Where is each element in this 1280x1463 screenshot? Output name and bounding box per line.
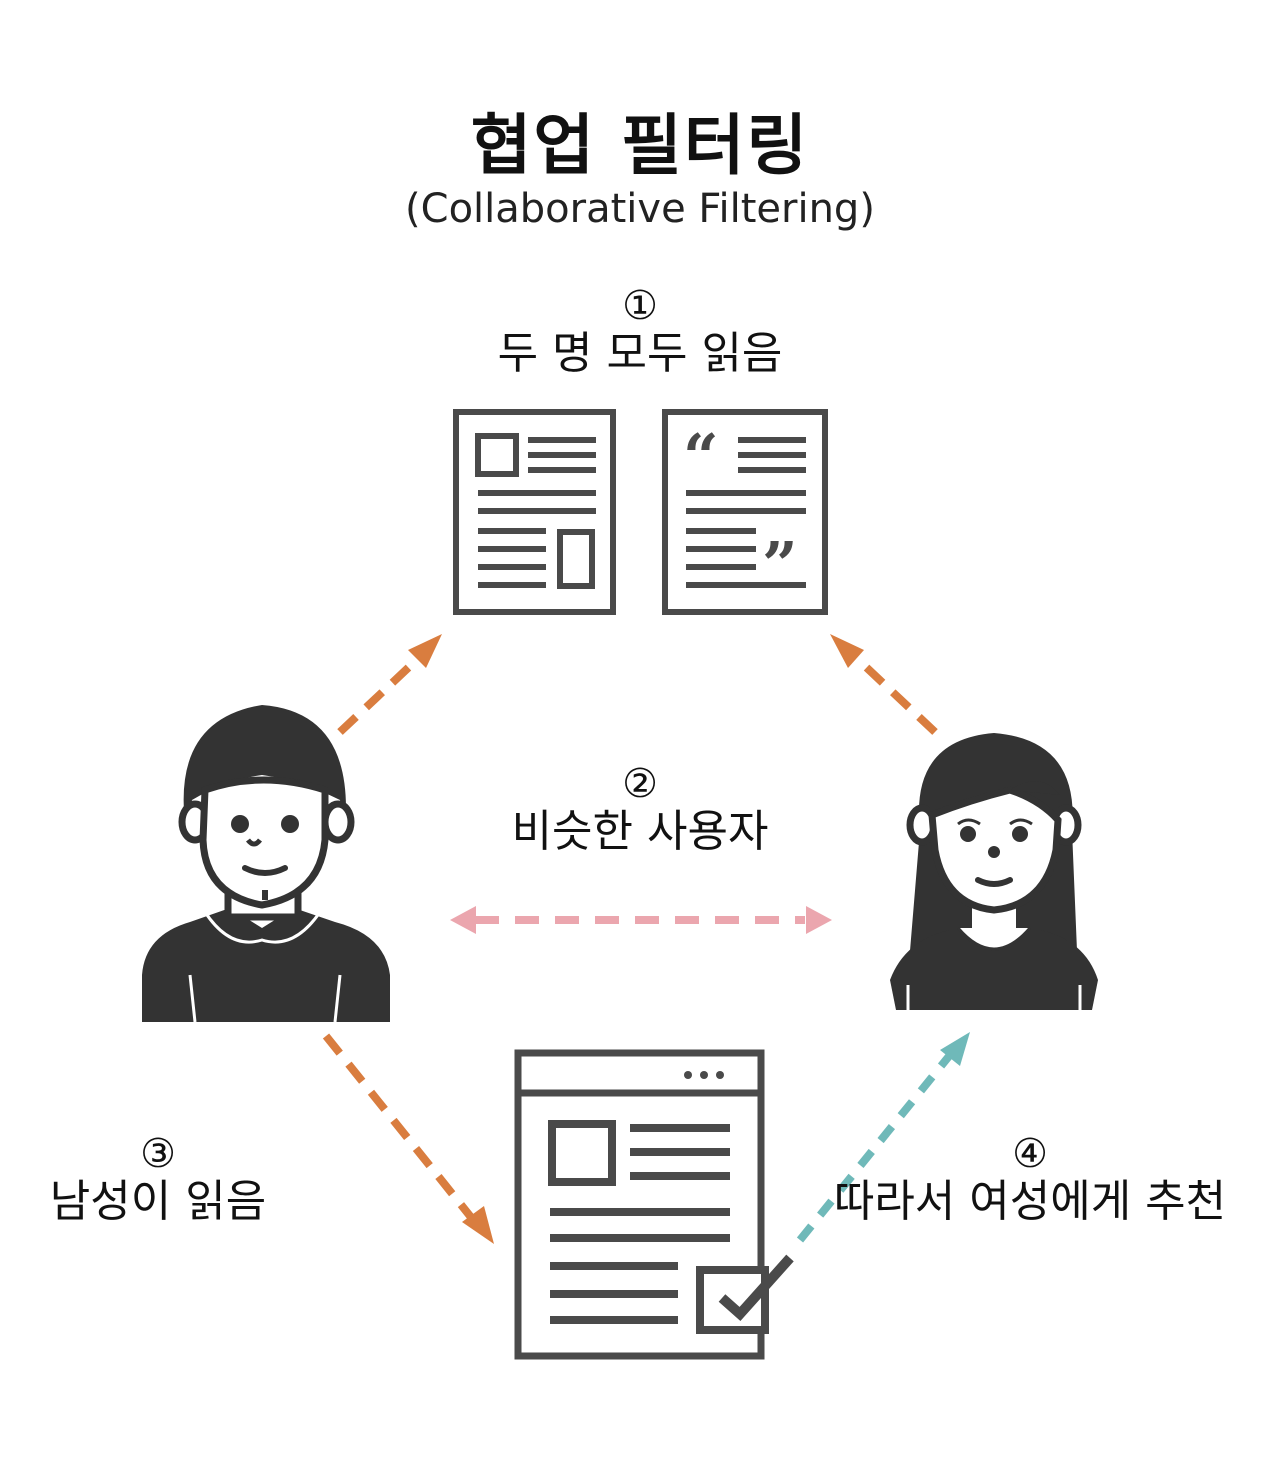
arrow-man-to-recommended [322, 1033, 494, 1244]
quote-article-icon: “ ” [662, 409, 828, 615]
article-icon [453, 409, 616, 615]
step-1-caption: ① 두 명 모두 읽음 [440, 284, 840, 380]
step-2-label: 비슷한 사용자 [511, 806, 769, 857]
step-3-number: ③ [140, 1131, 176, 1177]
arrow-man-to-article [337, 634, 442, 735]
step-3-caption: ③ 남성이 읽음 [20, 1132, 296, 1228]
arrow-recommend-to-woman [796, 1032, 970, 1243]
similar-users-double-arrow [450, 906, 832, 934]
arrow-woman-to-article [830, 634, 938, 735]
step-2-caption: ② 비슷한 사용자 [440, 762, 840, 858]
step-4-caption: ④ 따라서 여성에게 추천 [800, 1132, 1260, 1228]
recommended-article-icon [514, 1049, 765, 1360]
svg-text:”: ” [762, 528, 798, 601]
woman-icon [890, 733, 1098, 1010]
svg-text:“: “ [683, 420, 719, 493]
man-icon [142, 705, 390, 1023]
step-1-label: 두 명 모두 읽음 [497, 328, 783, 379]
step-4-number: ④ [1012, 1131, 1048, 1177]
step-1-number: ① [622, 283, 658, 329]
page-subtitle: (Collaborative Filtering) [405, 186, 875, 232]
page-title: 협업 필터링 [470, 107, 810, 184]
step-2-number: ② [622, 761, 658, 807]
step-3-label: 남성이 읽음 [49, 1176, 267, 1227]
step-4-label: 따라서 여성에게 추천 [833, 1176, 1227, 1227]
checkbox-icon [696, 1254, 794, 1334]
